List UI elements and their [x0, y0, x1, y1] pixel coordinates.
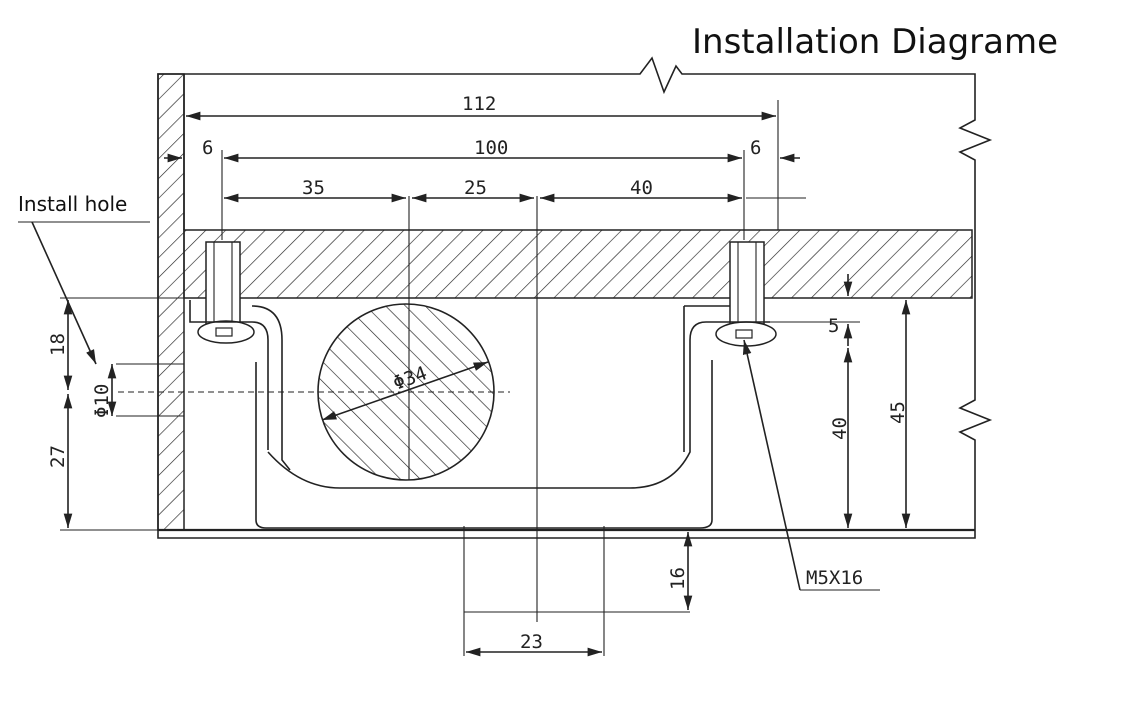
- dim-screw-spec: M5X16: [806, 567, 863, 589]
- dim-handle-drop: 16: [667, 567, 689, 590]
- diagram-title: Installation Diagrame: [692, 22, 1059, 62]
- install-hole: [18, 221, 184, 417]
- dim-seg-left: 35: [302, 177, 325, 199]
- dim-depth-40: 40: [829, 417, 851, 440]
- shelf-panel: [183, 229, 973, 299]
- dim-hole-dia: Φ10: [91, 384, 113, 418]
- install-hole-label: Install hole: [18, 192, 128, 216]
- handle-profile: [189, 300, 770, 529]
- dim-seg-mid: 25: [464, 177, 487, 199]
- dim-handle-width: 23: [520, 631, 543, 653]
- dim-right-offset: 6: [750, 137, 761, 159]
- dim-inner-width: 100: [474, 137, 508, 159]
- left-screw: [197, 241, 255, 344]
- cabinet-outline: [157, 56, 993, 539]
- rod: [317, 303, 495, 481]
- dim-screw-gap: 5: [828, 315, 839, 337]
- right-dimensions: [766, 274, 972, 528]
- screw-leader: [742, 339, 880, 591]
- left-dimensions: [60, 297, 184, 531]
- center-lines: [118, 196, 538, 622]
- bottom-dimensions: [463, 526, 693, 657]
- dim-lower-height: 27: [47, 445, 69, 468]
- dim-seg-right: 40: [630, 177, 653, 199]
- dim-left-offset: 6: [202, 137, 213, 159]
- dim-overall-width: 112: [462, 93, 496, 115]
- dim-top-height: 18: [47, 333, 69, 356]
- dim-depth-45: 45: [887, 401, 909, 424]
- left-wall: [157, 73, 185, 531]
- top-dimensions: [164, 100, 806, 240]
